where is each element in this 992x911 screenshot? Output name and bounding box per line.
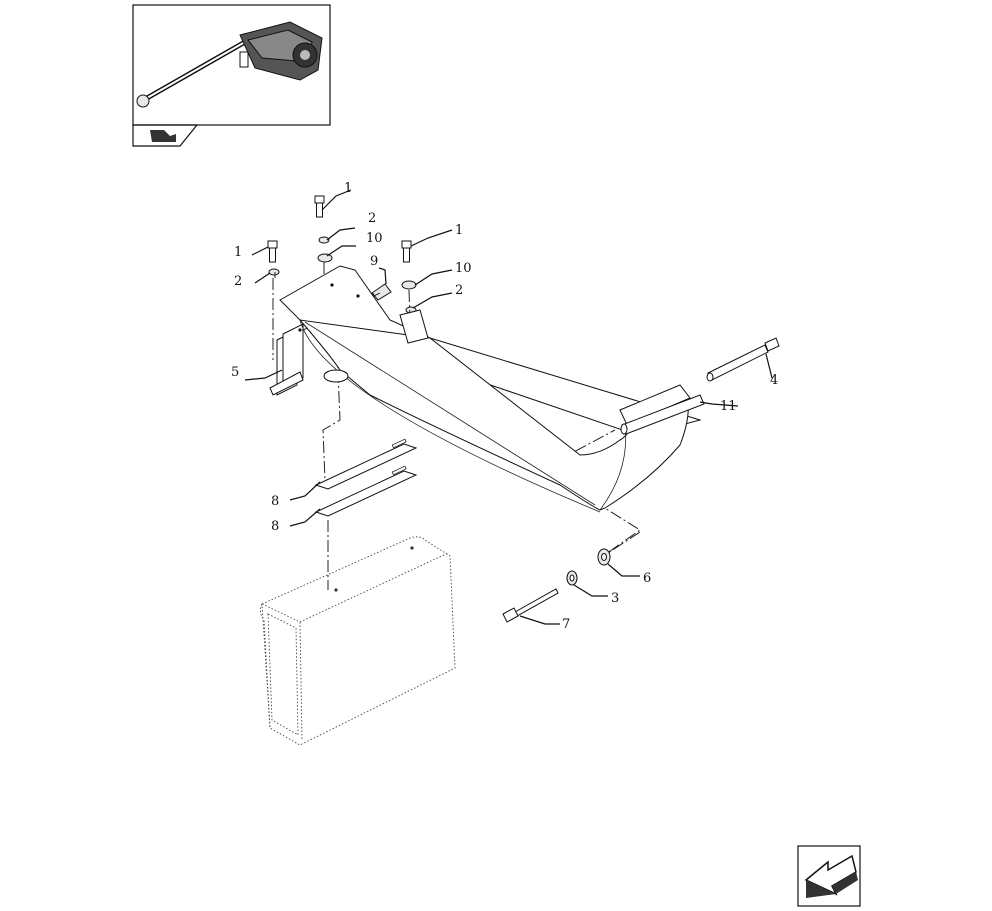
hinge-pin	[706, 337, 780, 382]
callout-5: 5	[231, 365, 239, 380]
assembly-thumbnail-icon[interactable]	[132, 4, 331, 126]
bolt-top	[314, 195, 333, 263]
callout-1b: 1	[234, 245, 242, 260]
callout-2a: 2	[368, 211, 376, 226]
callout-8a: 8	[271, 494, 279, 509]
callout-3: 3	[611, 591, 619, 606]
book-index-icon[interactable]	[132, 124, 199, 147]
callout-4: 4	[770, 373, 778, 388]
long-bolt	[502, 588, 559, 623]
bolt-left	[267, 240, 280, 276]
callout-2b: 2	[234, 274, 242, 289]
callout-7: 7	[562, 617, 570, 632]
hinge-rod	[620, 394, 705, 435]
bolt-right	[401, 240, 417, 314]
washer-small	[566, 570, 578, 586]
callout-1a: 1	[344, 181, 352, 196]
next-page-arrow-icon[interactable]	[797, 845, 861, 907]
callout-8b: 8	[271, 519, 279, 534]
bracket-part	[269, 323, 304, 396]
callout-1c: 1	[455, 223, 463, 238]
callout-2c: 2	[455, 283, 463, 298]
shim-plates	[314, 438, 418, 517]
curved-shield	[279, 265, 702, 513]
callout-10a: 10	[366, 231, 383, 246]
callout-9: 9	[370, 254, 378, 269]
callout-6: 6	[643, 571, 651, 586]
washer-large	[597, 548, 611, 566]
tank-outline	[259, 536, 456, 746]
callout-10b: 10	[455, 261, 472, 276]
callout-11: 11	[720, 399, 737, 414]
